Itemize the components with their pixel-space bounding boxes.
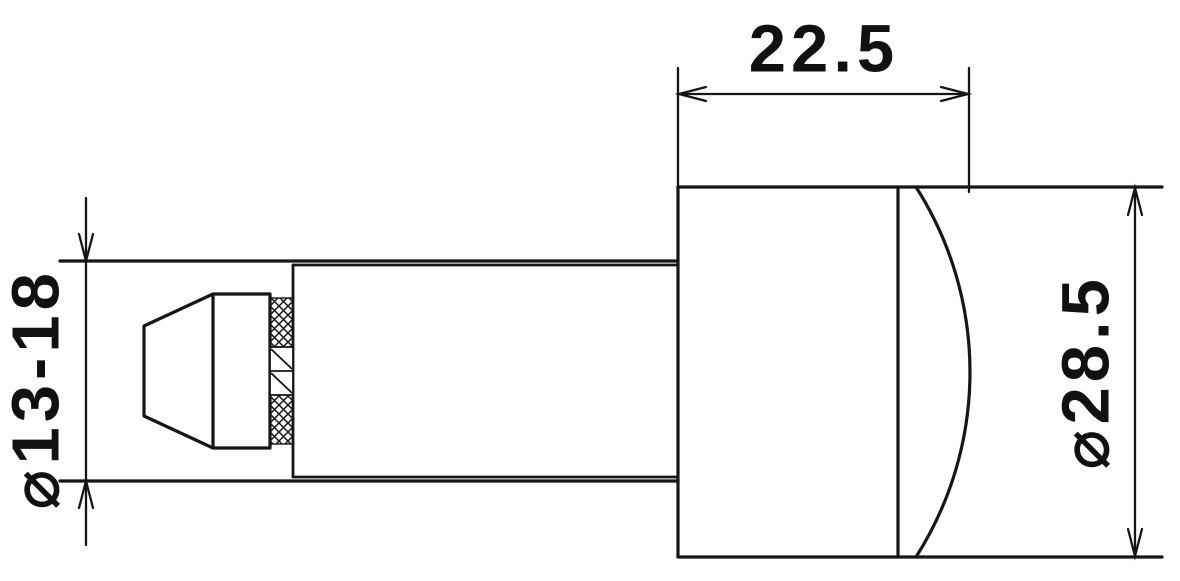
right-dia-arrow-top	[1126, 183, 1144, 217]
left-dia-arrow-bottom	[77, 476, 95, 510]
dimension-label-left-diameter: ⌀13-18	[0, 268, 74, 510]
dome-profile-arc	[914, 185, 972, 559]
left-dia-arrow-top	[77, 232, 95, 266]
dimension-label-right-diameter: ⌀28.5	[1048, 274, 1124, 470]
bar-end-body	[676, 185, 1164, 559]
dimension-diameter-right	[1126, 183, 1144, 561]
right-dia-arrow-bottom	[1126, 527, 1144, 561]
knurl-center-diagonal-top	[270, 348, 293, 370]
inner-body-outline	[291, 263, 680, 479]
handlebar-tube-outline	[58, 259, 680, 483]
dimension-diameter-left	[77, 196, 95, 547]
width-arrow-left	[674, 85, 708, 103]
knurl-hatch-section	[269, 297, 294, 445]
dimension-width-22-5	[674, 66, 973, 194]
width-arrow-right	[939, 85, 973, 103]
expander-cone	[142, 292, 272, 450]
expander-cone-outline	[142, 292, 272, 450]
dimension-label-width: 22.5	[748, 11, 900, 87]
knurl-center-diagonal-bottom	[270, 372, 293, 394]
